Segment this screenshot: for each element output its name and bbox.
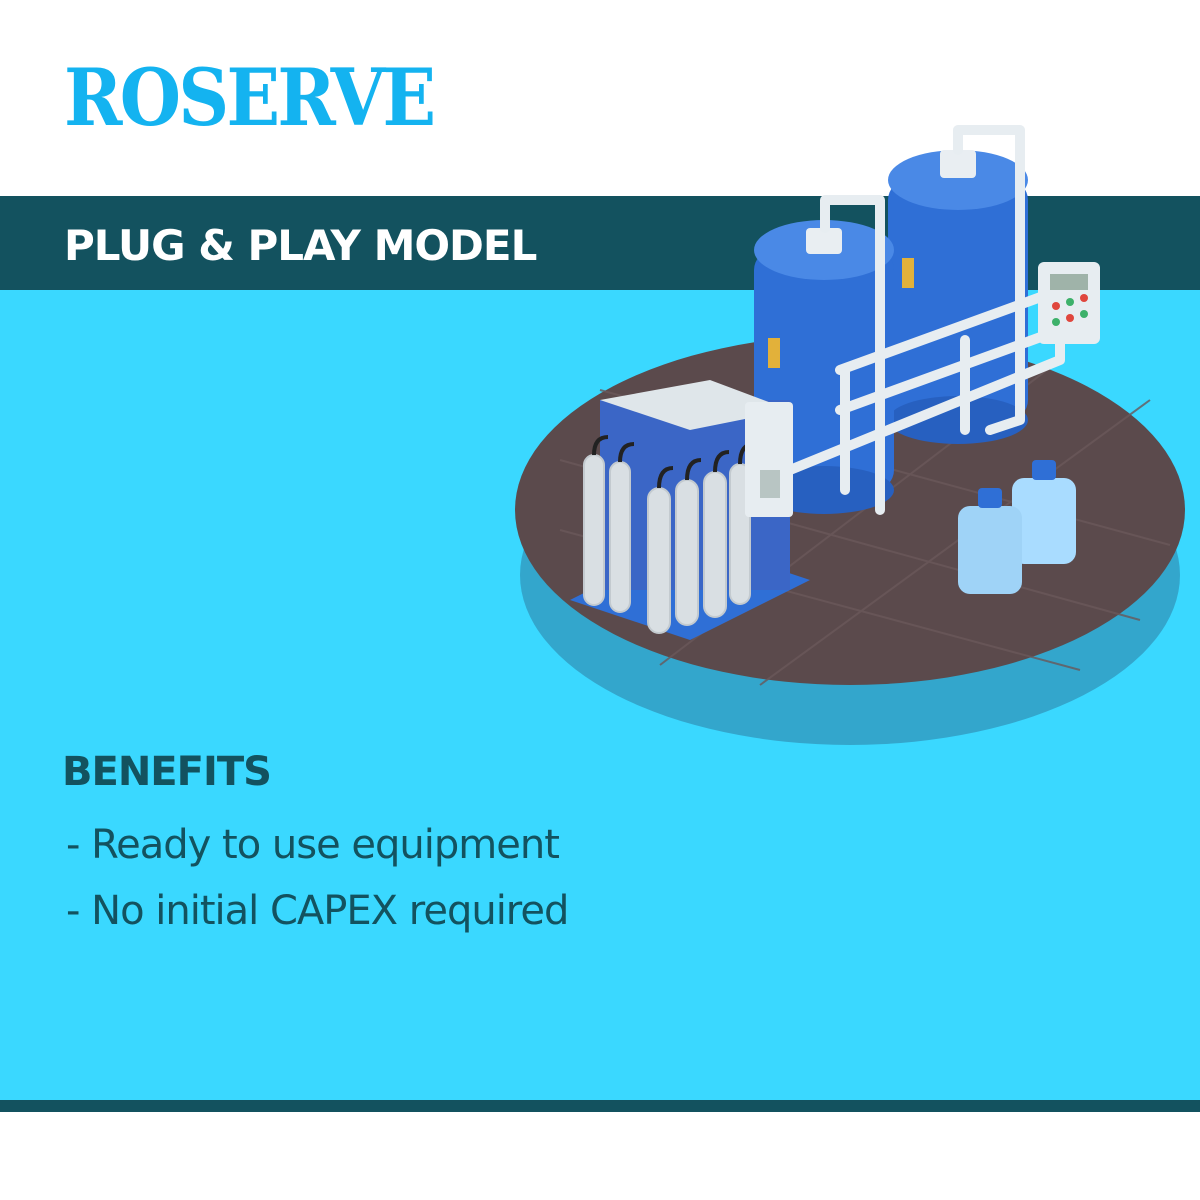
footer-bar: [0, 1100, 1200, 1112]
benefits-heading: BENEFITS: [62, 749, 272, 795]
filtration-unit-icon: [570, 380, 810, 640]
control-panel-icon: [1038, 262, 1100, 344]
water-bottles-icon: [958, 460, 1076, 594]
benefit-item: - No initial CAPEX required: [66, 888, 569, 934]
benefit-item: - Ready to use equipment: [66, 822, 560, 868]
tank-right: [888, 150, 1028, 444]
footer-area: [0, 1112, 1200, 1200]
brand-logo: ROSERVE: [64, 51, 436, 144]
benefit-list: - Ready to use equipment - No initial CA…: [66, 812, 569, 944]
banner-title: PLUG & PLAY MODEL: [64, 221, 537, 270]
water-treatment-plant-icon: [515, 125, 1185, 745]
